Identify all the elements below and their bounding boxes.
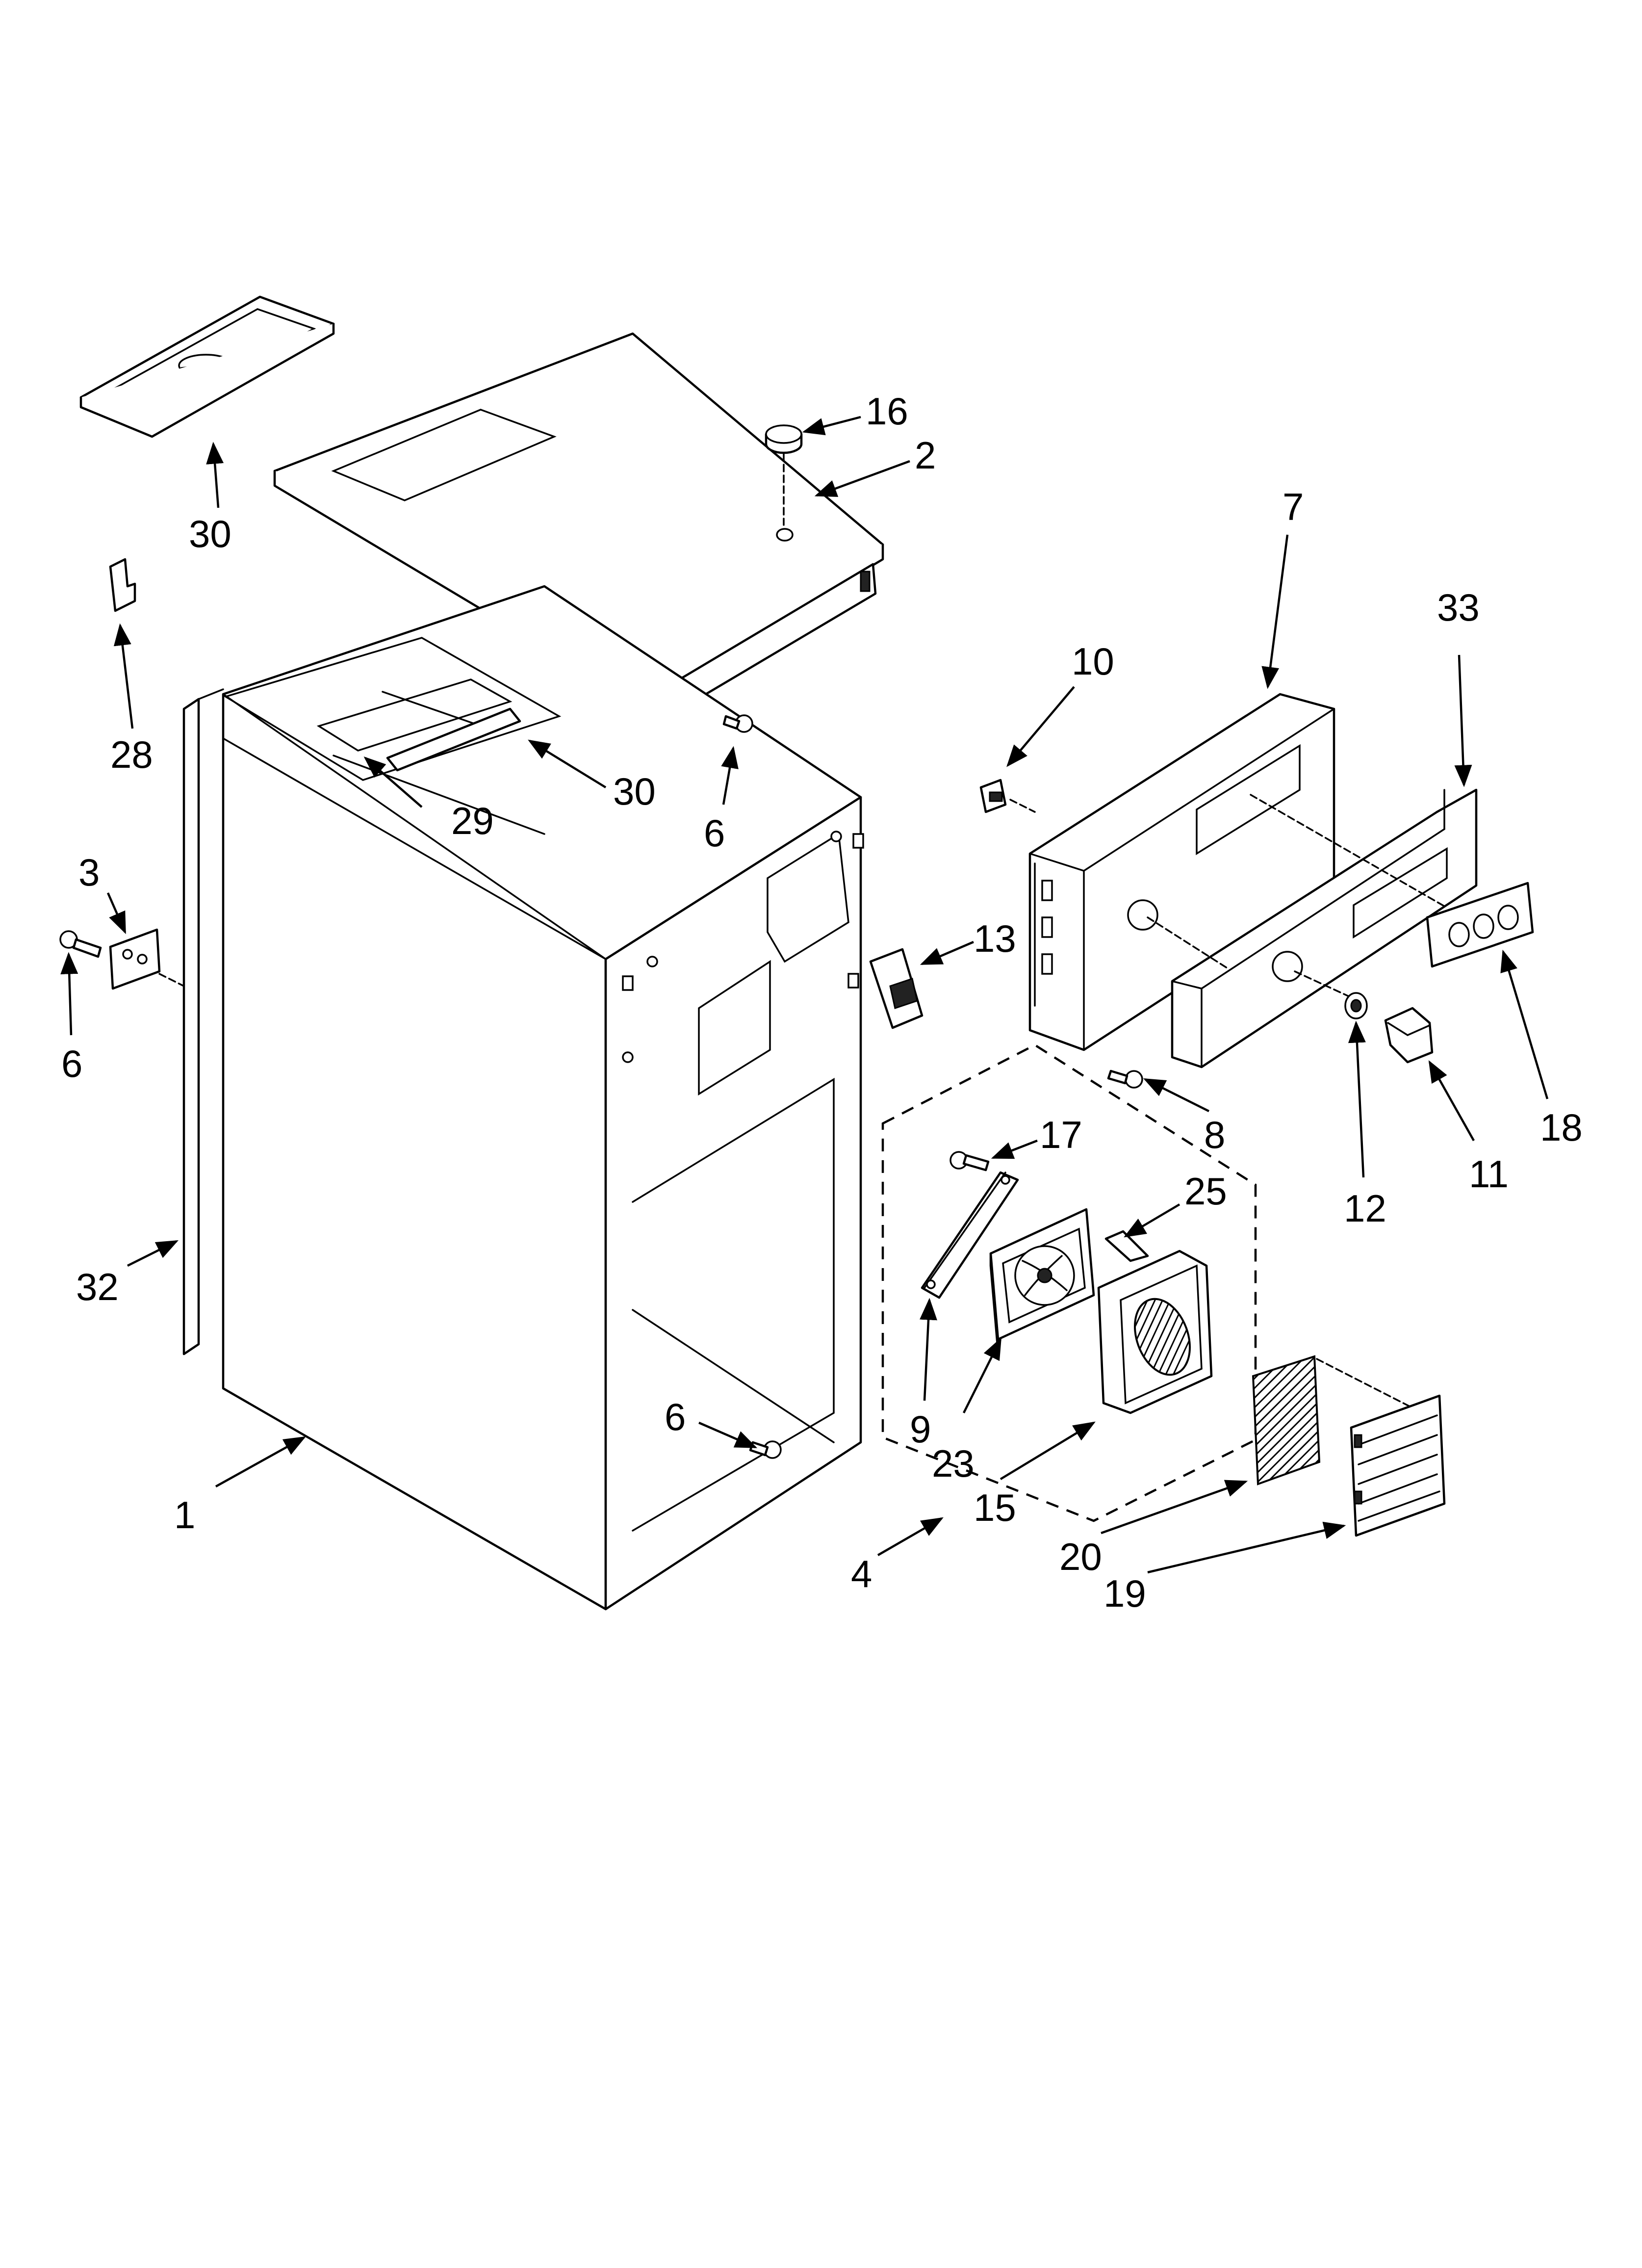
callout-16: 16: [866, 390, 908, 433]
leader-lines: [60, 416, 1549, 1574]
part-11-knob: [1384, 1007, 1434, 1064]
callout-20: 20: [1059, 1535, 1102, 1578]
callout-17: 17: [1040, 1113, 1082, 1156]
callout-7: 7: [1283, 485, 1304, 528]
callout-23: 23: [932, 1442, 975, 1485]
part-29-foam: [386, 707, 521, 772]
part-10-switch: [979, 779, 1036, 813]
callout-29: 30: [613, 770, 656, 813]
callout-6-bottom: 6: [665, 1395, 686, 1438]
part-33-overlay: [1147, 788, 1478, 1069]
part-25-clip: [1104, 1230, 1149, 1262]
part-16-plug: [765, 424, 803, 526]
callout-32: 32: [76, 1265, 119, 1308]
callout-2: 2: [915, 434, 936, 477]
callout-25: 25: [1184, 1170, 1227, 1213]
part-2-top-panel: [273, 332, 884, 713]
part-15-shroud: [1097, 1250, 1213, 1414]
screw-6-top: [722, 714, 753, 733]
part-23-fan: [989, 1208, 1095, 1353]
callout-13: 13: [974, 917, 1016, 960]
callout-28: 29: [451, 799, 494, 842]
part-24-clip: [109, 558, 136, 612]
part-3-bracket: [109, 928, 185, 990]
part-18-button-pad: [1426, 882, 1534, 968]
callout-12: 12: [1344, 1187, 1386, 1230]
part-17-screw: [949, 1151, 990, 1172]
part-13-switch: [869, 948, 924, 1029]
callout-15: 15: [974, 1486, 1016, 1529]
part-9-bracket: [921, 1171, 1019, 1299]
callout-24: 28: [110, 733, 153, 776]
part-8-screw: [1107, 1069, 1143, 1089]
callout-3: 3: [78, 851, 100, 894]
screw-6-left: [59, 930, 102, 958]
part-32-side-trim: [182, 688, 224, 1356]
callout-10: 10: [1072, 640, 1114, 683]
callout-30: 30: [189, 512, 231, 555]
callout-18: 18: [1540, 1106, 1583, 1149]
callout-4: 4: [851, 1552, 872, 1595]
callout-11: 11: [1469, 1152, 1509, 1196]
callout-33: 33: [1437, 586, 1480, 629]
part-19-grille: [1350, 1394, 1446, 1537]
callout-19: 19: [1103, 1572, 1146, 1615]
callout-9: 9: [910, 1408, 931, 1451]
part-30-top-grille: [79, 295, 335, 438]
callout-8: 8: [1204, 1113, 1225, 1156]
callout-6-left: 6: [61, 1042, 82, 1085]
part-12-washer: [1344, 992, 1368, 1019]
part-1-cabinet: [222, 585, 864, 1611]
callout-6-top: 6: [704, 811, 725, 855]
callout-1: 1: [174, 1493, 195, 1537]
callout-labels: 30 16 2 7 33 10 28 30 29 6 3 6 13 8 12 1…: [61, 390, 1583, 1615]
